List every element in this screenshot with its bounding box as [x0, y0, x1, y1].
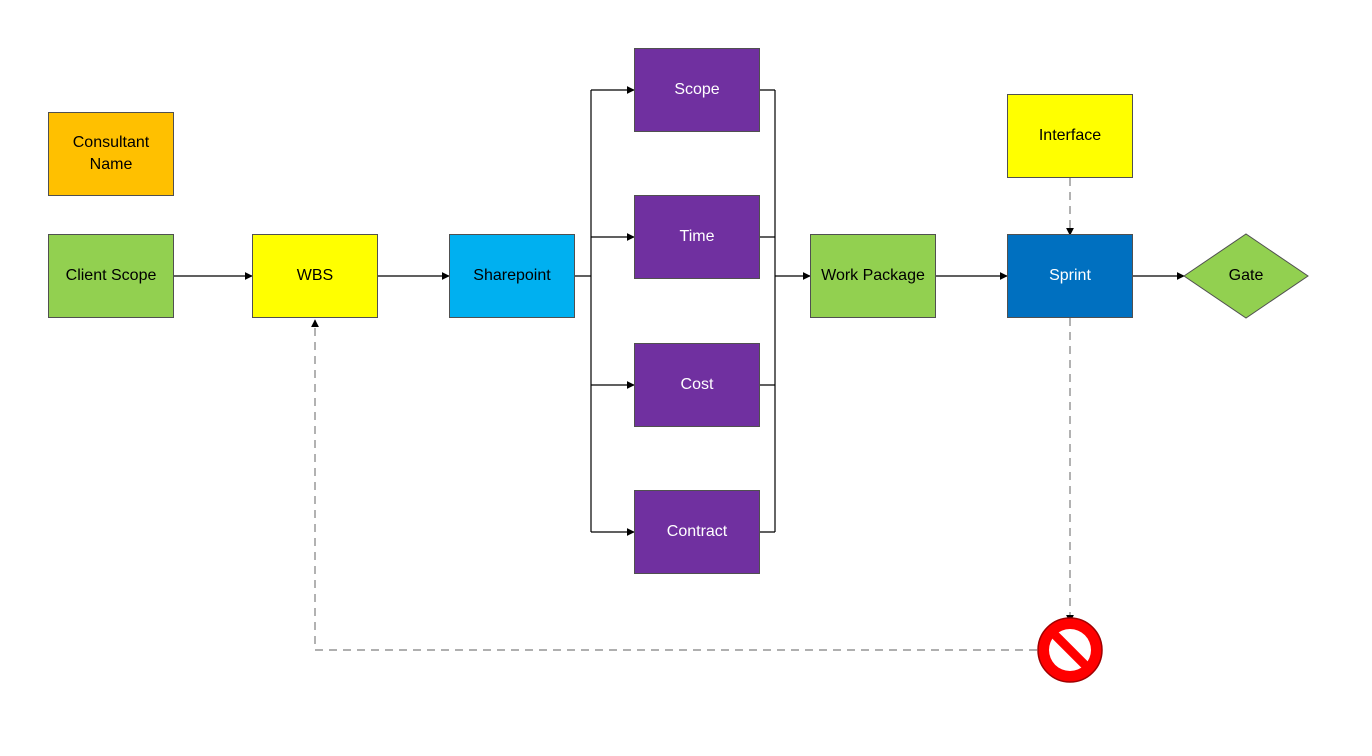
connector-blocked-to-wbs [311, 319, 1037, 651]
node-sharepoint[interactable]: Sharepoint [449, 234, 575, 318]
node-consultant-name[interactable]: Consultant Name [48, 112, 174, 196]
node-cost[interactable]: Cost [634, 343, 760, 427]
connector-merge-bus [759, 89, 776, 533]
gate-diamond-shape[interactable] [1183, 233, 1309, 319]
node-interface[interactable]: Interface [1007, 94, 1133, 178]
node-wbs[interactable]: WBS [252, 234, 378, 318]
node-scope[interactable]: Scope [634, 48, 760, 132]
no-entry-icon [1037, 617, 1103, 683]
node-gate-label: Gate [1228, 267, 1264, 284]
node-work-package[interactable]: Work Package [810, 234, 936, 318]
node-time[interactable]: Time [634, 195, 760, 279]
node-client-scope[interactable]: Client Scope [48, 234, 174, 318]
node-contract[interactable]: Contract [634, 490, 760, 574]
connector-sharepoint-bus [575, 90, 592, 532]
node-sprint[interactable]: Sprint [1007, 234, 1133, 318]
